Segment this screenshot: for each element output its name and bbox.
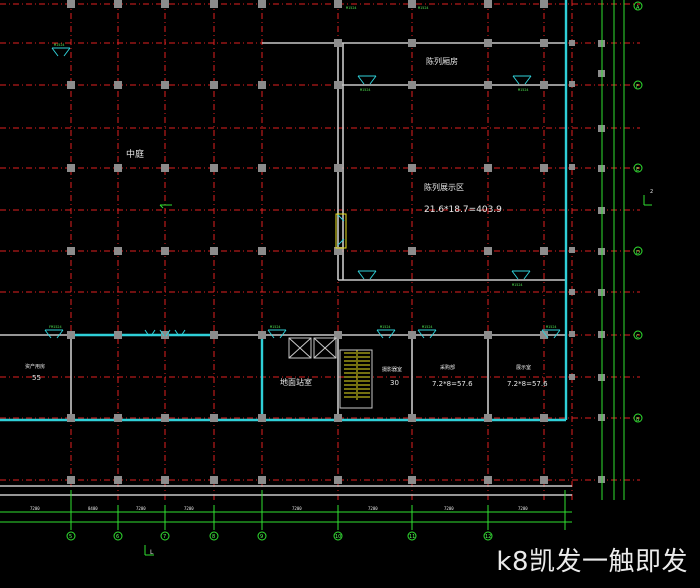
svg-text:M1524: M1524	[518, 88, 529, 92]
room-labels: 中庭 陈列厢房 陈列展示区 21.6*18.7=403.9 地面站室 资产用房 …	[25, 56, 548, 388]
svg-text:M1524: M1524	[54, 43, 65, 47]
svg-text:M1524: M1524	[360, 88, 371, 92]
room-label-exhibit-room: 陈列厢房	[426, 56, 458, 66]
svg-text:5: 5	[69, 534, 72, 540]
svg-text:7200: 7200	[444, 506, 454, 511]
room-label-left: 资产用房	[25, 363, 45, 370]
stairwell	[339, 349, 373, 409]
svg-text:FM1524: FM1524	[49, 325, 62, 329]
shaft-opening	[335, 213, 347, 249]
svg-text:9: 9	[260, 534, 263, 540]
svg-text:7: 7	[163, 534, 166, 540]
right-axis-letters: F E D C B A 2	[636, 5, 653, 423]
room-area-left: 55	[32, 374, 41, 382]
bottom-axis-marker: L	[144, 545, 154, 556]
door-symbols	[44, 47, 561, 339]
svg-text:7200: 7200	[184, 506, 194, 511]
svg-text:7200: 7200	[136, 506, 146, 511]
room-area-mid: 30	[390, 379, 399, 387]
svg-text:M1524: M1524	[346, 6, 357, 10]
svg-text:2: 2	[650, 189, 653, 195]
elevator-shafts	[288, 337, 337, 359]
svg-text:M1524: M1524	[512, 283, 523, 287]
room-calc-exhibit-area: 21.6*18.7=403.9	[424, 205, 502, 215]
right-axis	[601, 0, 652, 500]
svg-text:D: D	[636, 250, 640, 256]
svg-text:12: 12	[485, 534, 491, 540]
svg-text:M1524: M1524	[422, 325, 433, 329]
svg-text:F: F	[636, 84, 639, 90]
bottom-axis-bubbles: 5 6 7 8 9 10 11 12	[66, 531, 493, 541]
svg-text:L: L	[150, 549, 154, 556]
room-label-d: 展示室	[516, 364, 531, 371]
room-calc-d: 7.2*8=57.6	[507, 380, 548, 388]
svg-text:M1524: M1524	[380, 325, 391, 329]
svg-text:A: A	[636, 5, 640, 11]
exterior-walls	[0, 0, 568, 422]
dimension-labels: 7200 8400 7200 7200 7200 7200 7200 7200	[30, 506, 528, 511]
door-tags: M1524 M1524 M1524 FM1524 M1524 M1524 M15…	[49, 6, 557, 329]
watermark: k8凯发一触即发	[496, 547, 688, 577]
room-label-c: 采购部	[440, 364, 455, 371]
svg-text:M1524: M1524	[270, 325, 281, 329]
svg-text:7200: 7200	[518, 506, 528, 511]
svg-text:C: C	[636, 334, 640, 340]
svg-text:11: 11	[409, 534, 415, 540]
room-label-courtyard: 中庭	[126, 148, 144, 160]
dimension-lines	[0, 490, 572, 530]
interior-walls	[0, 42, 572, 496]
svg-text:7200: 7200	[30, 506, 40, 511]
room-calc-c: 7.2*8=57.6	[432, 380, 473, 388]
svg-text:M1524: M1524	[546, 325, 557, 329]
svg-text:E: E	[636, 167, 639, 173]
level-marker	[159, 204, 172, 209]
room-label-exhibit-area: 陈列展示区	[424, 182, 464, 192]
svg-text:10: 10	[335, 534, 341, 540]
svg-text:6: 6	[116, 534, 119, 540]
svg-text:8400: 8400	[88, 506, 98, 511]
svg-text:7200: 7200	[292, 506, 302, 511]
svg-text:7200: 7200	[368, 506, 378, 511]
room-label-ground-station: 地面站室	[280, 377, 312, 387]
svg-text:8: 8	[212, 534, 215, 540]
svg-text:B: B	[636, 417, 640, 423]
svg-text:M1524: M1524	[418, 6, 429, 10]
room-label-mid: 摄影器室	[382, 366, 402, 373]
